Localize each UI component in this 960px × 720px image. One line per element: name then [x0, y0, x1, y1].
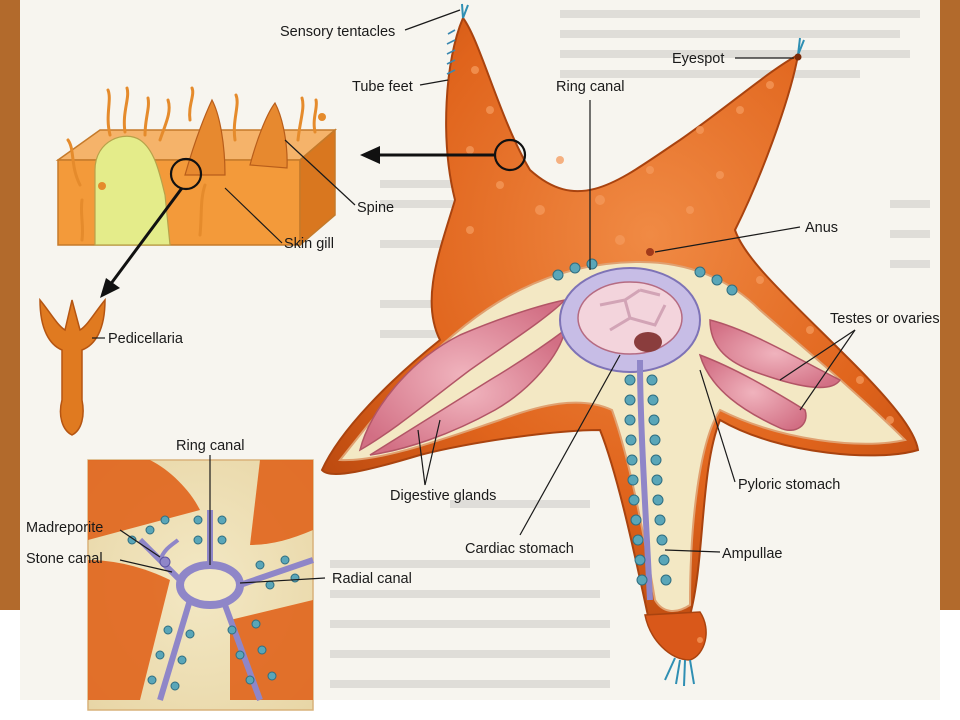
label-ring-canal: Ring canal [556, 79, 625, 95]
starfish-main [320, 3, 920, 687]
eyespot-dot [794, 53, 802, 61]
starfish-bumps [356, 66, 894, 643]
label-skin-gill: Skin gill [284, 236, 334, 252]
cardiac-opening [634, 332, 662, 352]
label-ring-canal-inset: Ring canal [176, 438, 245, 454]
inset-ring-canal [176, 561, 244, 609]
label-digestive-glands: Digestive glands [390, 488, 496, 504]
ampullae-row [552, 258, 738, 586]
labels: Sensory tentacles Tube feet Ring canal E… [26, 24, 940, 587]
pedicellaria-illustration [39, 297, 106, 436]
label-sensory-tentacles: Sensory tentacles [280, 24, 395, 40]
pyloric-branches [599, 288, 667, 332]
radial-canal-main [637, 359, 653, 601]
label-spine: Spine [357, 200, 394, 216]
gonad-right [698, 353, 807, 431]
skin-cross-section [55, 86, 338, 247]
tube-feet-tips [446, 29, 456, 75]
label-madreporite: Madreporite [26, 520, 103, 536]
label-testes-or-ovaries: Testes or ovaries [830, 311, 940, 327]
zoom-arrows [100, 138, 527, 298]
anus-opening [646, 248, 654, 256]
water-vascular-inset [87, 459, 314, 711]
label-anus: Anus [805, 220, 838, 236]
label-eyespot: Eyespot [672, 51, 724, 67]
left-edge-bar [0, 0, 20, 610]
zoom-circle-skin [169, 157, 203, 191]
label-pedicellaria: Pedicellaria [108, 331, 184, 347]
label-ampullae: Ampullae [722, 546, 782, 562]
leader-lines [92, 9, 856, 584]
label-radial-canal: Radial canal [332, 571, 412, 587]
label-stone-canal: Stone canal [26, 551, 103, 567]
label-cardiac-stomach: Cardiac stomach [465, 541, 574, 557]
right-edge-bar [940, 0, 960, 610]
sensory-tentacle-tips [461, 3, 805, 687]
label-tube-feet: Tube feet [352, 79, 413, 95]
digestive-gland-right-upper [709, 319, 842, 389]
label-pyloric-stomach: Pyloric stomach [738, 477, 840, 493]
